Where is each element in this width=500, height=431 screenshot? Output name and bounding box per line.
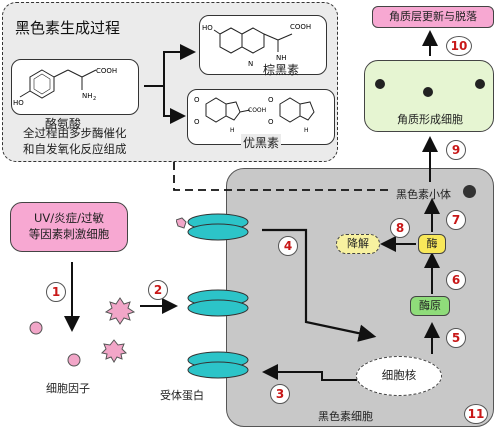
cytokine-dot bbox=[29, 321, 43, 335]
enzyme: 酶 bbox=[418, 234, 446, 254]
step-11: 11 bbox=[464, 404, 488, 424]
stimulus-line1: UV/炎症/过敏 bbox=[33, 211, 105, 225]
step-1: 1 bbox=[46, 282, 66, 302]
step-8: 8 bbox=[390, 218, 410, 238]
melanin-granule bbox=[375, 79, 385, 89]
receptor-proteins bbox=[176, 213, 249, 379]
panel-title: 黑色素生成过程 bbox=[15, 19, 121, 37]
step-9: 9 bbox=[446, 140, 466, 160]
melanin-synthesis-panel: 黑色素生成过程 HO COOH NH 2 酪氨酸 HO N COOH bbox=[2, 2, 338, 162]
melanin-granule bbox=[423, 87, 433, 97]
degrade-box: 降解 bbox=[336, 234, 380, 254]
svg-text:HO: HO bbox=[13, 99, 24, 107]
receptor-label: 受体蛋白 bbox=[160, 389, 204, 402]
receptor-icon bbox=[187, 351, 249, 379]
receptor-icon bbox=[187, 289, 249, 317]
process-note-line2: 和自发氧化反应组成 bbox=[23, 142, 127, 156]
svg-text:H: H bbox=[230, 127, 235, 134]
tyrosine-structure: HO COOH NH 2 bbox=[11, 59, 139, 115]
eumelanin-structure: HO N COOH NH bbox=[199, 15, 327, 75]
renewal-box: 角质层更新与脱落 bbox=[372, 6, 494, 28]
keratinocyte-box: 角质形成细胞 bbox=[364, 60, 494, 132]
melanin-granule bbox=[475, 79, 485, 89]
step-2: 2 bbox=[148, 280, 168, 300]
enzyme-precursor-label: 酶原 bbox=[419, 299, 441, 312]
svg-text:COOH: COOH bbox=[290, 23, 311, 31]
step-7: 7 bbox=[446, 210, 466, 230]
cytokine-dot bbox=[67, 353, 81, 367]
melanosome-dot bbox=[463, 185, 476, 198]
step-10: 10 bbox=[446, 36, 472, 56]
cytokine-star bbox=[104, 297, 136, 325]
enzyme-label: 酶 bbox=[426, 237, 438, 250]
nucleus-label: 细胞核 bbox=[381, 368, 417, 382]
stimulus-box: UV/炎症/过敏 等因素刺激细胞 bbox=[10, 202, 128, 252]
nucleus: 细胞核 bbox=[356, 356, 442, 396]
svg-text:O: O bbox=[194, 96, 200, 104]
svg-text:2: 2 bbox=[93, 96, 96, 102]
svg-text:NH: NH bbox=[276, 54, 287, 62]
svg-text:COOH: COOH bbox=[96, 67, 117, 75]
svg-text:O: O bbox=[268, 96, 274, 104]
cytokine-shapes bbox=[29, 297, 136, 367]
svg-text:N: N bbox=[248, 60, 253, 68]
stimulus-line2: 等因素刺激细胞 bbox=[28, 227, 110, 241]
pheomelanin-molecule-icon: O O COOH H O O H bbox=[194, 96, 315, 134]
degrade-label: 降解 bbox=[347, 237, 369, 250]
step-4: 4 bbox=[278, 236, 298, 256]
svg-text:O: O bbox=[194, 118, 200, 126]
eumelanin-label: 棕黑素 bbox=[263, 63, 300, 77]
tyrosine-molecule-icon: HO COOH NH 2 bbox=[13, 67, 117, 107]
step-3: 3 bbox=[270, 384, 290, 404]
step-6: 6 bbox=[446, 270, 466, 290]
tyrosine-label: 酪氨酸 bbox=[45, 117, 82, 131]
svg-text:NH: NH bbox=[82, 92, 93, 100]
svg-text:H: H bbox=[304, 127, 309, 134]
melanosome-label: 黑色素小体 bbox=[396, 188, 451, 201]
melanocyte-label: 黑色素细胞 bbox=[318, 410, 373, 423]
svg-text:O: O bbox=[268, 118, 274, 126]
pheomelanin-label: 优黑素 bbox=[241, 134, 282, 151]
keratinocyte-label: 角质形成细胞 bbox=[397, 113, 463, 126]
cytokine-label: 细胞因子 bbox=[46, 382, 90, 395]
step-5: 5 bbox=[446, 328, 466, 348]
enzyme-precursor: 酶原 bbox=[410, 296, 450, 316]
cytokine-star bbox=[100, 339, 128, 363]
receptor-icon bbox=[176, 213, 249, 241]
process-note-line1: 全过程由多步酶催化 bbox=[23, 126, 127, 140]
renewal-label: 角质层更新与脱落 bbox=[389, 10, 477, 23]
eumelanin-molecule-icon: HO N COOH NH bbox=[202, 23, 311, 68]
svg-text:COOH: COOH bbox=[248, 107, 266, 114]
svg-text:HO: HO bbox=[202, 24, 213, 32]
